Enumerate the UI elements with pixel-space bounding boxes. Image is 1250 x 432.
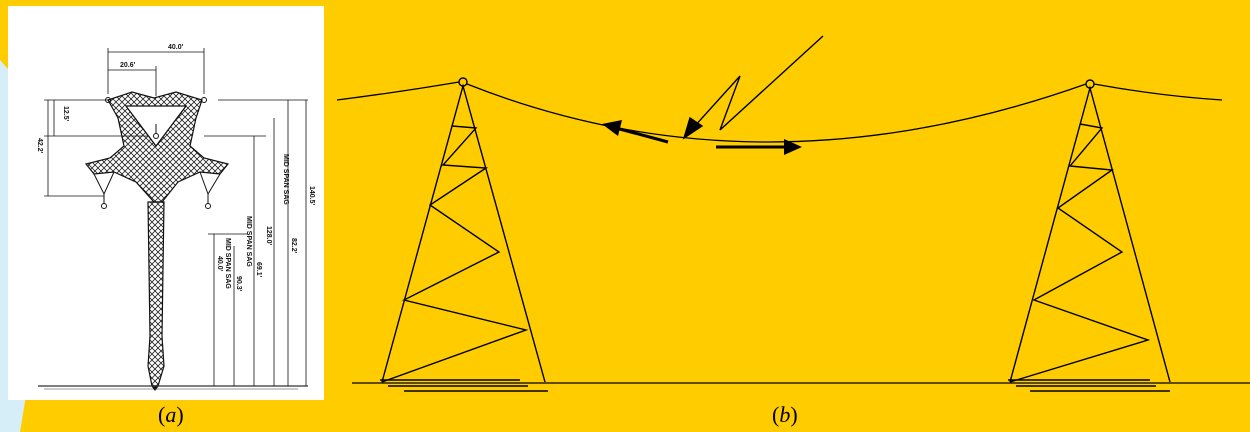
dim-col-3-value: 69.1' [255,262,262,278]
caption-b-close: ) [790,402,798,427]
left-height-dimensions [44,99,148,197]
dim-col-1-value: 40.0' [216,256,223,272]
dim-col-3-label: MID SPAN SAG [245,216,252,267]
dim-col-5-label: MID SPAN SAG [282,154,289,205]
dim-inner-width: 20.6' [120,62,136,69]
conductor-line [336,81,1223,143]
right-lattice-tower [1008,79,1171,392]
tower-dimension-svg: 40.0' 20.6' 12.5' 42.2' [36,44,315,391]
dim-left-lower: 42.2' [36,138,43,154]
dim-col-1-label: MID SPAN SAG [224,238,231,289]
dim-col-6-value: 82.2' [290,238,297,254]
span-lightning-diagram [330,0,1250,432]
surge-arrow-right [716,139,802,155]
surge-arrow-left [602,120,669,144]
dim-left-upper: 12.5' [62,106,69,122]
left-lattice-tower [380,77,548,392]
tower-body [84,91,230,391]
dim-col-4-value: 128.0' [265,226,272,246]
caption-a-open: ( [158,402,166,427]
lightning-bolt-icon [682,35,824,140]
dim-col-2-value: 90.3' [235,276,242,292]
insulator-strings [93,97,221,209]
caption-a-close: ) [176,402,184,427]
tower-dimension-drawing: 40.0' 20.6' 12.5' 42.2' [8,6,324,400]
width-dimensions [107,48,205,96]
right-height-dimensions [204,99,308,386]
caption-b-letter: b [779,402,791,427]
caption-a: (a) [158,404,184,426]
caption-b: (b) [772,404,798,426]
ground-line [38,385,308,390]
span-lightning-svg [336,35,1250,392]
caption-b-open: ( [772,402,780,427]
dim-col-7-value: 140.5' [308,186,315,206]
dim-top-width: 40.0' [168,44,184,51]
caption-a-letter: a [165,402,177,427]
